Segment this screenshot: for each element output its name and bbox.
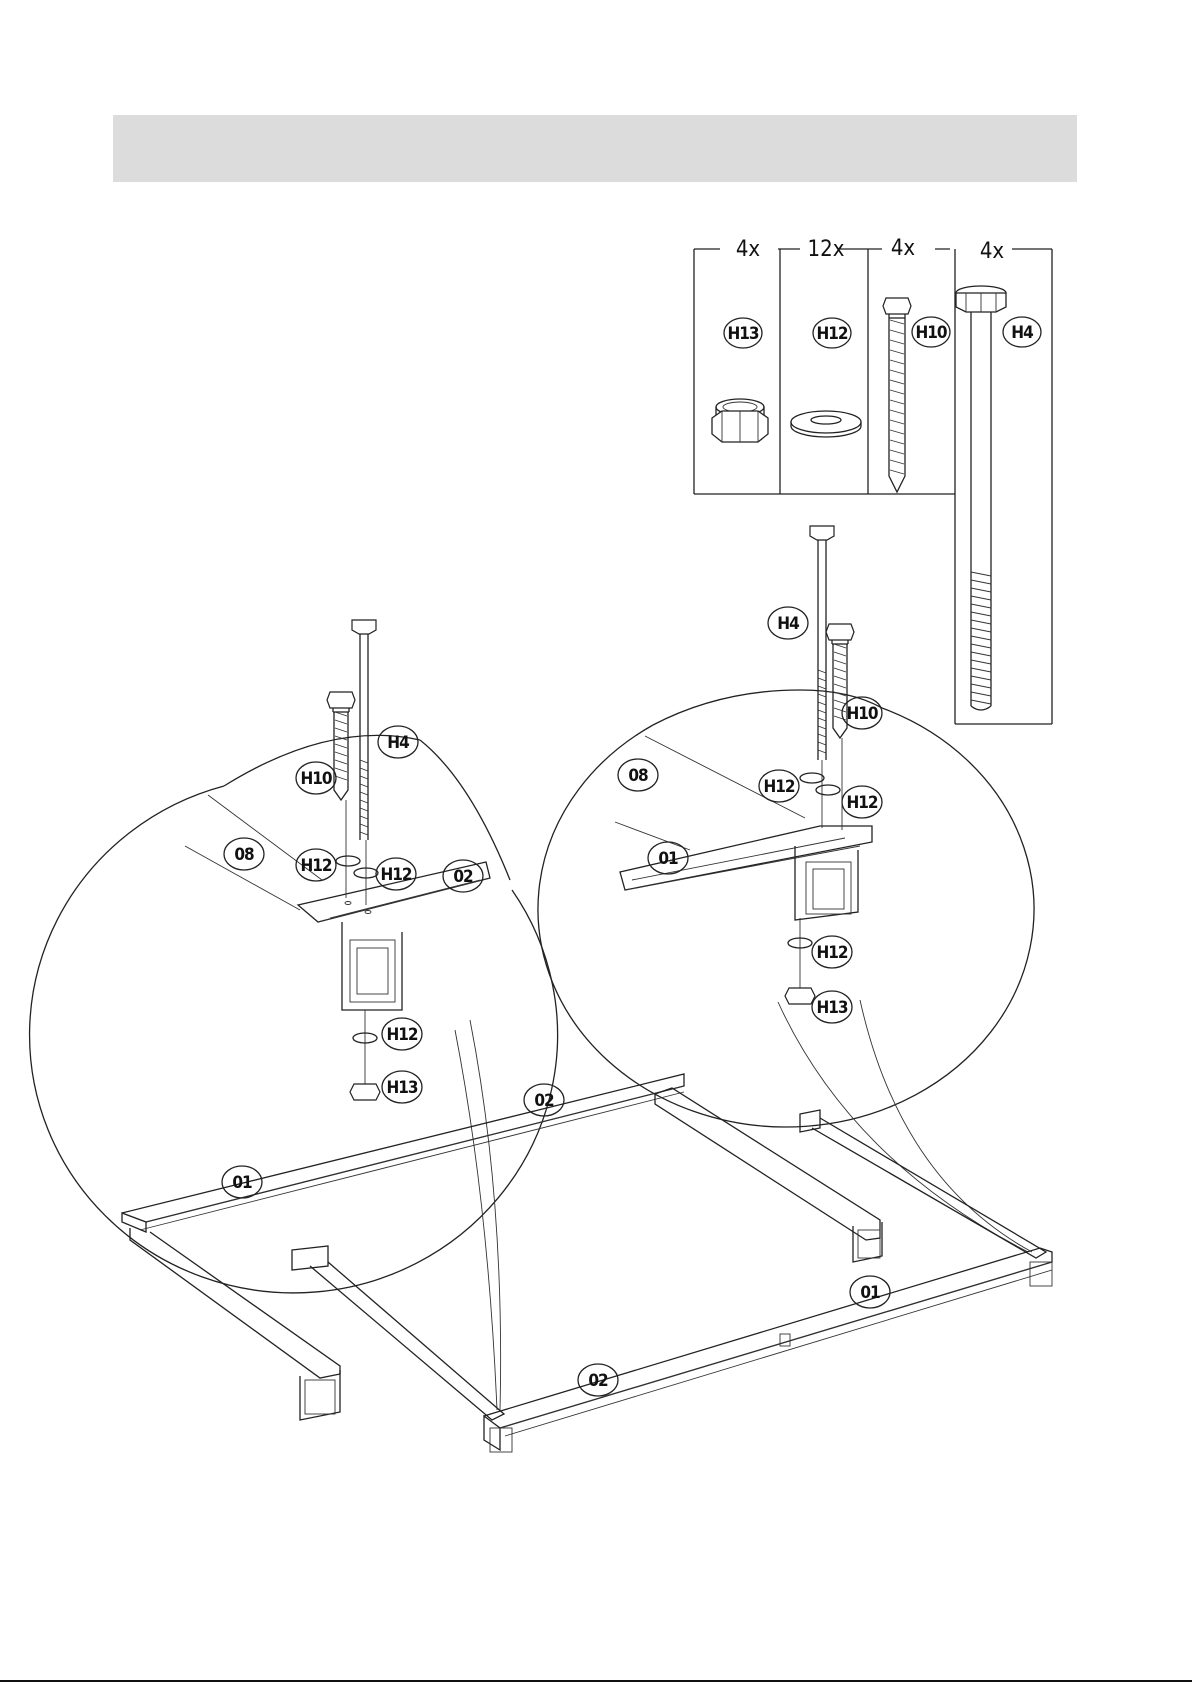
left-label-part-02: 02 (453, 867, 473, 887)
right-label-nut: H13 (816, 998, 847, 1018)
right-label-bolt: H4 (777, 614, 799, 634)
left-label-nut: H13 (386, 1078, 417, 1098)
left-label-part-08: 08 (234, 845, 254, 865)
hardware-label-h12: H12 (816, 324, 847, 344)
hardware-label-h10: H10 (915, 323, 946, 343)
right-label-washer-a: H12 (763, 777, 794, 797)
bed-frame (122, 1074, 1052, 1452)
hardware-qty-h4: 4x (980, 239, 1005, 264)
right-label-washer-b: H12 (846, 793, 877, 813)
hardware-qty-h12: 12x (808, 237, 845, 262)
right-detail-view: H4 H10 08 H12 H12 01 H12 H13 (538, 526, 1034, 1127)
left-label-washer-c: H12 (386, 1025, 417, 1045)
left-label-screw: H10 (300, 769, 331, 789)
hardware-label-h4: H4 (1011, 323, 1033, 343)
left-leader (455, 1020, 501, 1410)
lock-nut-icon (712, 399, 768, 442)
hardware-table: 4x 12x 4x 4x H13 H12 H10 H4 (694, 236, 1052, 724)
hex-bolt-icon (956, 286, 1006, 710)
right-label-part-01: 01 (658, 849, 678, 869)
frame-label-back-right: 02 (534, 1091, 554, 1111)
right-label-screw: H10 (846, 704, 877, 724)
washer-icon (791, 411, 861, 437)
frame-label-back-left: 01 (232, 1173, 252, 1193)
frame-label-front-left: 02 (588, 1371, 608, 1391)
right-label-part-08: 08 (628, 766, 648, 786)
hardware-qty-h13: 4x (736, 237, 761, 262)
left-detail-view: H4 H10 08 H12 H12 02 H12 H13 (30, 620, 558, 1293)
hardware-qty-h10: 4x (891, 236, 916, 261)
left-label-washer-a: H12 (300, 856, 331, 876)
hardware-label-h13: H13 (727, 324, 758, 344)
frame-label-front-right: 01 (860, 1283, 880, 1303)
lag-screw-icon (883, 298, 911, 492)
left-label-washer-b: H12 (380, 865, 411, 885)
right-label-washer-c: H12 (816, 943, 847, 963)
left-label-bolt: H4 (387, 733, 409, 753)
